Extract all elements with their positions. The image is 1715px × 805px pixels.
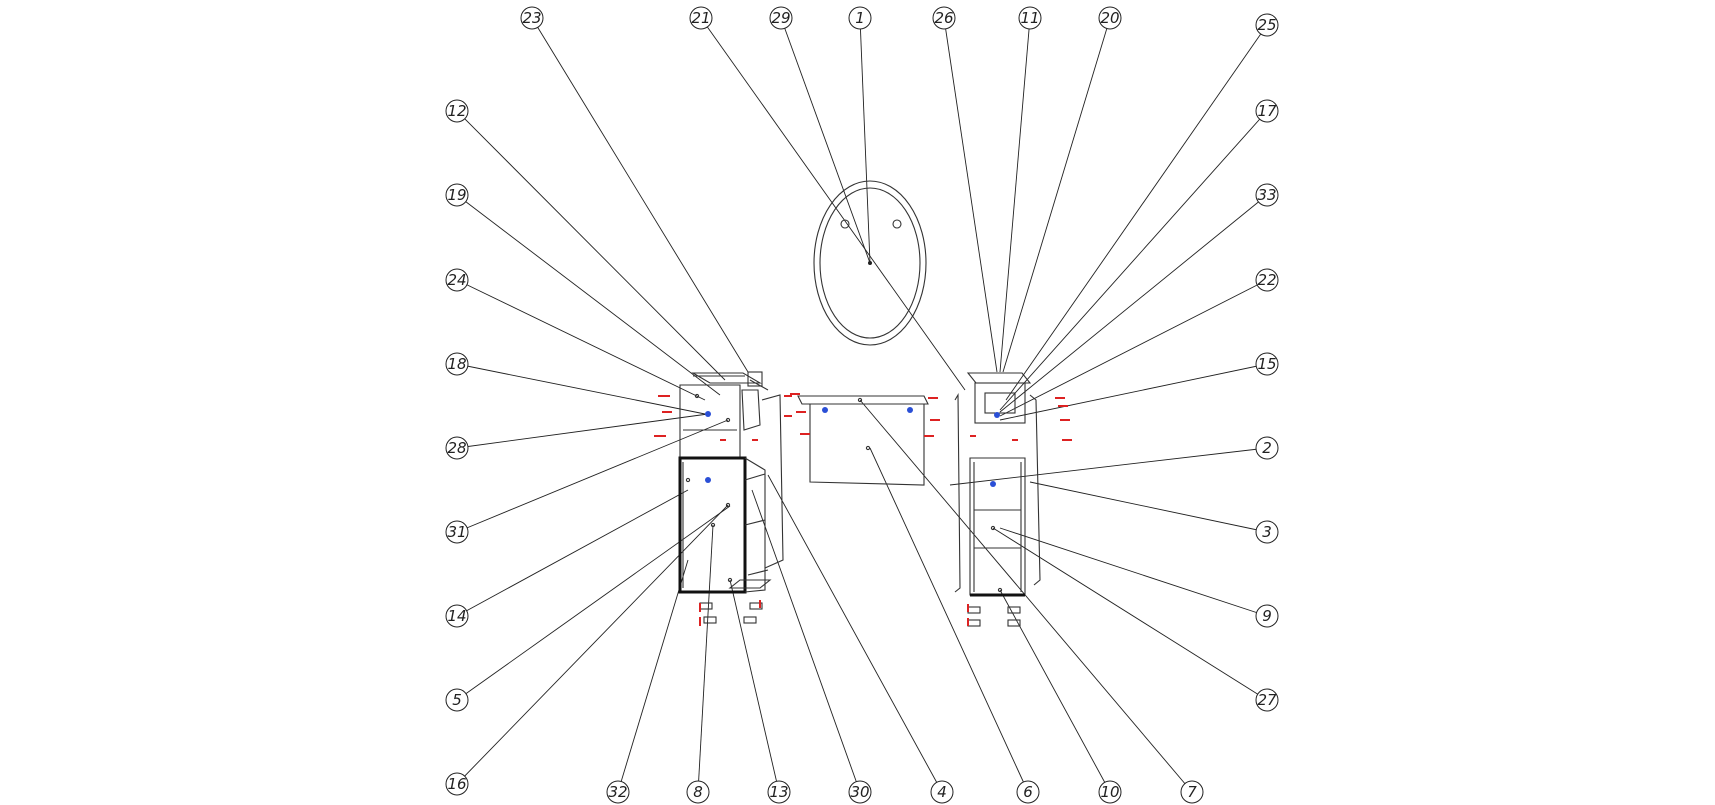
callout-8: 8 [686,780,710,804]
callout-label: 20 [1100,9,1119,27]
callout-3: 3 [1255,520,1279,544]
callout-label: 18 [447,355,466,373]
callout-20: 20 [1098,6,1122,30]
callout-24: 24 [445,268,469,292]
vanity-top-panel [790,393,940,486]
callout-label: 31 [447,523,466,541]
callout-22: 22 [1255,268,1279,292]
callout-label: 24 [447,271,466,289]
callout-label: 27 [1257,691,1277,709]
callout-16: 16 [445,772,469,796]
callout-21: 21 [689,6,713,30]
callout-11: 11 [1018,6,1042,30]
left-tall-cabinet [654,371,792,626]
callout-label: 19 [447,186,466,204]
callout-5: 5 [445,688,469,712]
callout-label: 22 [1257,271,1276,289]
callout-27: 27 [1255,688,1279,712]
callout-4: 4 [930,780,954,804]
callout-label: 3 [1262,523,1272,541]
callout-label: 8 [693,783,703,801]
callout-14: 14 [445,604,469,628]
callout-29: 29 [769,6,793,30]
leader-lines [456,17,1268,793]
callout-26: 26 [932,6,956,30]
callout-label: 4 [937,783,947,801]
callout-label: 17 [1257,102,1277,120]
callout-label: 9 [1262,607,1272,625]
callout-32: 32 [606,780,630,804]
callout-31: 31 [445,520,469,544]
callout-33: 33 [1255,183,1279,207]
callout-13: 13 [767,780,791,804]
callout-label: 14 [447,607,466,625]
callout-label: 13 [769,783,788,801]
callout-7: 7 [1180,780,1204,804]
callout-18: 18 [445,352,469,376]
callout-9: 9 [1255,604,1279,628]
callout-label: 12 [447,102,466,120]
callout-label: 6 [1023,783,1033,801]
callout-label: 1 [855,9,865,27]
callout-label: 32 [608,783,627,801]
callout-2: 2 [1255,436,1279,460]
callout-19: 19 [445,183,469,207]
callout-30: 30 [848,780,872,804]
callout-label: 29 [771,9,790,27]
callout-label: 30 [850,783,869,801]
callout-label: 2 [1262,439,1272,457]
callout-23: 23 [520,6,544,30]
callout-label: 33 [1257,186,1276,204]
callout-label: 7 [1187,783,1197,801]
callout-15: 15 [1255,352,1279,376]
callout-label: 26 [934,9,953,27]
callout-28: 28 [445,436,469,460]
callout-10: 10 [1098,780,1122,804]
callout-label: 5 [452,691,462,709]
callout-label: 16 [447,775,466,793]
callout-label: 10 [1100,783,1119,801]
callout-label: 11 [1020,9,1039,27]
callout-1: 1 [848,6,872,30]
right-base-cabinet [954,372,1072,627]
callout-label: 28 [447,439,466,457]
callout-17: 17 [1255,99,1279,123]
callout-12: 12 [445,99,469,123]
callout-label: 23 [522,9,541,27]
callout-25: 25 [1255,13,1279,37]
callout-label: 25 [1257,16,1276,34]
callout-6: 6 [1016,780,1040,804]
callout-label: 21 [691,9,710,27]
oval-mirror [813,180,927,346]
callout-label: 15 [1257,355,1276,373]
